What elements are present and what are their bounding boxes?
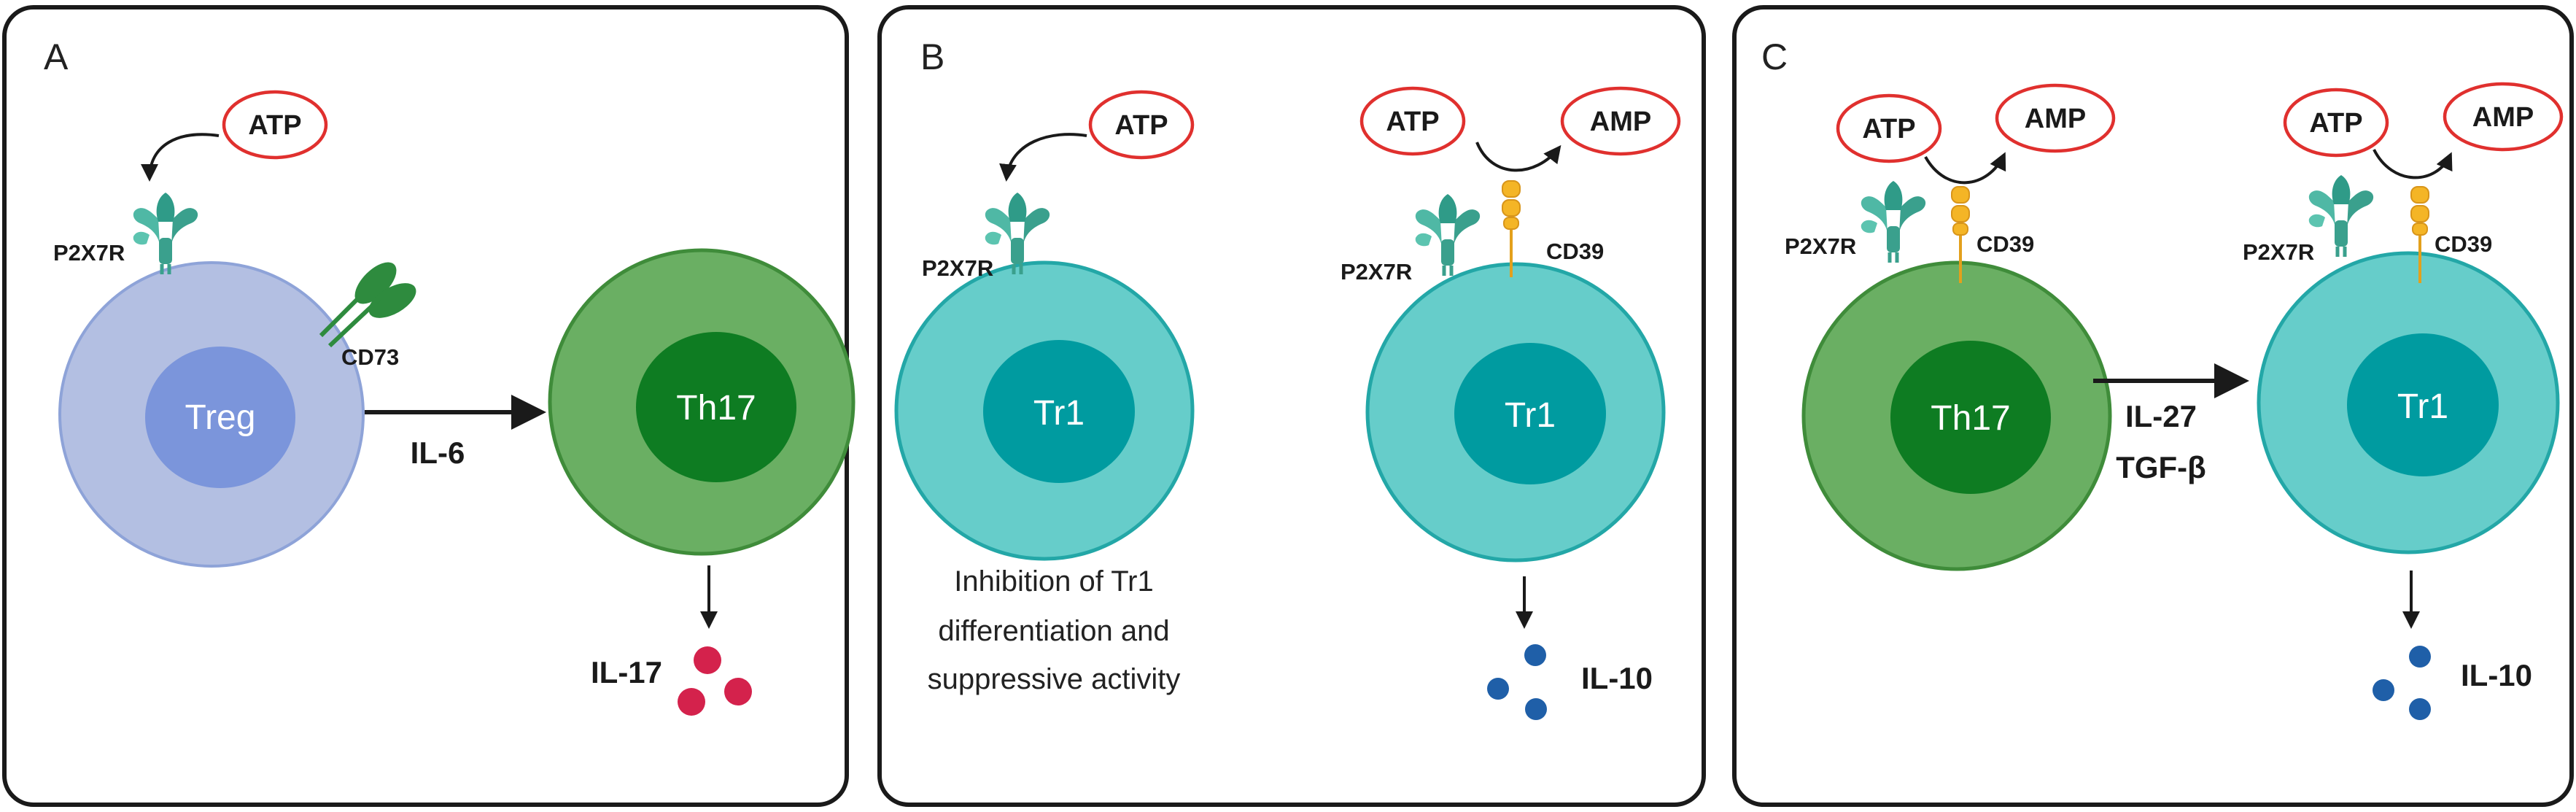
atp-to-amp-arrow — [1475, 142, 1561, 172]
atp-label: ATP — [2309, 108, 2362, 139]
il10-molecule — [1524, 644, 1546, 666]
il10-molecule — [1487, 678, 1509, 700]
amp-oval — [1560, 86, 1681, 156]
il17-molecule — [694, 646, 721, 674]
treg-nucleus — [145, 347, 295, 488]
atp-to-amp-arrow — [2373, 149, 2453, 179]
atp-binding-arrow — [141, 133, 220, 182]
atp-oval — [2283, 88, 2389, 158]
cd39-label: CD39 — [1546, 239, 1604, 264]
il10-label: IL-10 — [1581, 661, 1653, 695]
il10-molecule — [2409, 698, 2431, 720]
il17-molecule — [724, 678, 752, 705]
panel-a: A ATP Treg P2X7R CD73 IL-6 Th17 IL-17 — [2, 5, 856, 807]
il10-molecule — [2373, 679, 2394, 701]
th17-nucleus — [1890, 341, 2051, 494]
th17-nucleus — [636, 332, 796, 482]
il10-molecule — [2409, 646, 2431, 668]
panel-b-letter: B — [920, 36, 944, 77]
atp-label: ATP — [1386, 107, 1439, 137]
tr1-nucleus — [2347, 333, 2499, 476]
tr1-nucleus — [983, 340, 1135, 483]
inhibition-caption-line: suppressive activity — [928, 663, 1181, 695]
il27-label: IL-27 — [2125, 399, 2197, 433]
p2x7r-label: P2X7R — [2243, 239, 2314, 265]
panel-a-letter: A — [44, 36, 69, 77]
cd39-label: CD39 — [1976, 231, 2034, 257]
tr1-label: Tr1 — [2397, 387, 2448, 426]
p2x7r-label: P2X7R — [922, 255, 993, 281]
atp-label: ATP — [1862, 114, 1915, 144]
atp-oval — [1088, 90, 1195, 160]
panel-b-frame — [877, 5, 1706, 807]
p2x7r-label: P2X7R — [1785, 233, 1856, 259]
amp-oval — [2443, 82, 2564, 152]
tr1-nucleus — [1454, 343, 1606, 484]
tgf-beta-label: TGF-β — [2116, 450, 2206, 484]
th17-label: Th17 — [1931, 399, 2010, 438]
p2x7r-label: P2X7R — [53, 240, 125, 266]
il6-label: IL-6 — [411, 436, 465, 470]
tr1-label: Tr1 — [1033, 394, 1085, 433]
panel-b: B ATP Tr1 P2X7R Inhibition of Tr1 differ… — [877, 5, 1706, 807]
amp-label: AMP — [1590, 107, 1651, 137]
atp-label: ATP — [1114, 110, 1168, 141]
amp-label: AMP — [2472, 102, 2534, 133]
il10-molecule — [1525, 698, 1547, 720]
atp-to-amp-arrow — [1924, 152, 2006, 185]
panel-c: C ATP AMP Th17 P2X7R CD39 IL-27 TGF-β AT… — [1732, 5, 2574, 807]
il10-label: IL-10 — [2461, 658, 2532, 692]
p2x7r-label: P2X7R — [1341, 259, 1412, 285]
cd73-label: CD73 — [341, 344, 399, 370]
amp-oval — [1995, 83, 2116, 153]
atp-binding-arrow — [999, 133, 1087, 182]
cd39-label: CD39 — [2435, 231, 2492, 257]
atp-oval — [1359, 86, 1466, 156]
tr1-label: Tr1 — [1505, 396, 1556, 435]
atp-oval — [1836, 93, 1942, 163]
inhibition-caption-line: Inhibition of Tr1 — [954, 565, 1154, 598]
th17-label: Th17 — [676, 389, 756, 428]
cd73-enzyme-icon — [319, 262, 416, 348]
panel-c-letter: C — [1761, 36, 1788, 77]
il17-molecule — [678, 688, 705, 716]
inhibition-caption-line: differentiation and — [938, 615, 1169, 647]
atp-oval — [222, 90, 328, 160]
atp-label: ATP — [248, 110, 301, 141]
amp-label: AMP — [2025, 104, 2086, 134]
treg-label: Treg — [185, 398, 256, 437]
il17-label: IL-17 — [591, 655, 662, 689]
